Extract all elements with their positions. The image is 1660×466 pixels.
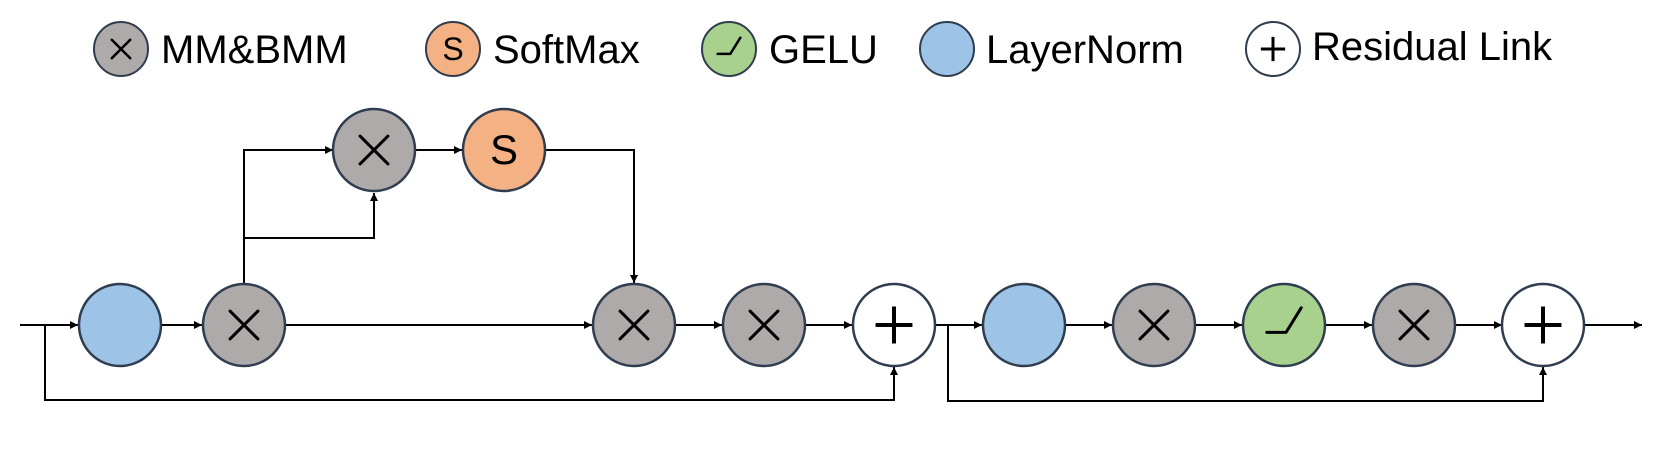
mm-node-av xyxy=(591,282,677,368)
residual-node-2 xyxy=(1500,282,1586,368)
times-symbol xyxy=(618,309,650,341)
mm-node-qkv xyxy=(201,282,287,368)
ramp-symbol xyxy=(1265,306,1303,334)
nodes: S xyxy=(77,107,1586,368)
edge-mm-qkv-to-mm-qk-top xyxy=(243,146,333,283)
legend-label-gelu: GELU xyxy=(769,28,878,72)
times-symbol xyxy=(1138,309,1170,341)
legend-item-gelu: GELU xyxy=(701,21,878,77)
legend: MM&BMM S SoftMax GELU LayerNorm Residual… xyxy=(93,21,1553,77)
ramp-icon xyxy=(701,21,757,77)
legend-label-mm: MM&BMM xyxy=(161,28,348,72)
times-symbol xyxy=(748,309,780,341)
gelu-circle xyxy=(701,21,757,77)
times-symbol xyxy=(110,38,132,60)
softmax-symbol: S xyxy=(442,31,463,67)
softmax-symbol: S xyxy=(490,126,518,173)
softmax-node: S xyxy=(461,107,547,193)
mm-node-qk xyxy=(331,107,417,193)
residual-node-1 xyxy=(851,282,937,368)
plus-icon xyxy=(1245,21,1301,77)
edge-residual-skip-1 xyxy=(44,325,898,401)
times-symbol xyxy=(358,134,390,166)
times-symbol xyxy=(1398,309,1430,341)
times-symbol xyxy=(228,309,260,341)
gelu-circle xyxy=(1241,282,1327,368)
layernorm-node-2 xyxy=(981,282,1067,368)
edge-residual-skip-2 xyxy=(947,325,1547,402)
times-icon xyxy=(93,21,149,77)
ramp-symbol xyxy=(716,36,742,56)
layernorm-node-1 xyxy=(77,282,163,368)
layernorm-circle xyxy=(981,282,1067,368)
mm-node-fc1 xyxy=(1111,282,1197,368)
legend-item-mm: MM&BMM xyxy=(93,21,348,77)
legend-item-layernorm: LayerNorm xyxy=(919,21,1184,77)
edge-softmax-to-mm-av xyxy=(546,149,638,283)
gelu-node xyxy=(1241,282,1327,368)
layernorm-circle xyxy=(77,282,163,368)
plus-symbol xyxy=(1260,36,1286,62)
letter-s-icon: S xyxy=(425,21,481,77)
edge-mm-qkv-to-mm-qk-bottom xyxy=(244,193,378,239)
softmax-circle xyxy=(461,107,547,193)
layernorm-circle xyxy=(919,21,975,77)
legend-label-softmax: SoftMax xyxy=(493,28,640,72)
mm-node-fc2 xyxy=(1371,282,1457,368)
legend-label-layernorm: LayerNorm xyxy=(986,28,1184,72)
legend-item-softmax: S SoftMax xyxy=(425,21,640,77)
plus-symbol xyxy=(1524,306,1562,344)
blank-circle-icon xyxy=(919,21,975,77)
edges xyxy=(20,146,1642,402)
plus-symbol xyxy=(875,306,913,344)
legend-label-residual: Residual Link xyxy=(1312,25,1553,69)
softmax-circle xyxy=(425,21,481,77)
mm-node-proj xyxy=(721,282,807,368)
legend-item-residual: Residual Link xyxy=(1245,21,1553,77)
